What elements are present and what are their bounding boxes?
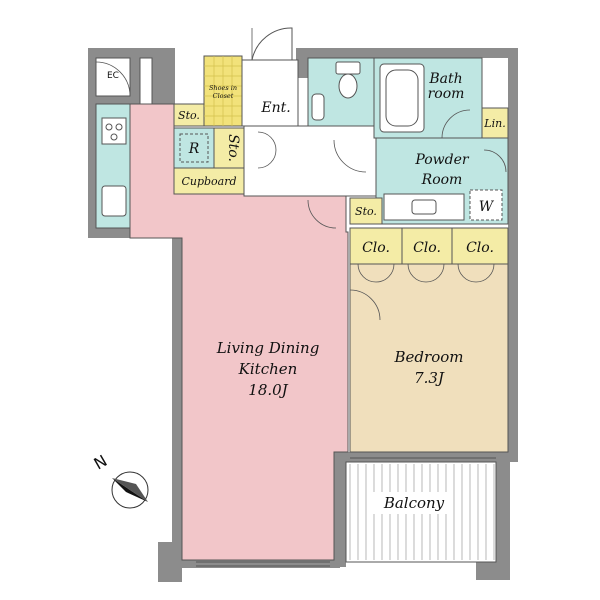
powder-room: Powder Room W (375, 109, 509, 225)
compass-north-label: N (91, 451, 111, 473)
washer-label: W (479, 199, 495, 215)
powder-room-label-2: Room (421, 172, 463, 188)
outer-walls (88, 48, 518, 582)
powder-room-label-1: Powder (414, 152, 470, 168)
shoes-closet-label-2: Closet (213, 92, 234, 100)
bedroom-label: Bedroom (394, 348, 464, 366)
entrance-floor (241, 59, 299, 127)
ec-cabinet: EC (95, 57, 153, 105)
cupboard-label: Cupboard (181, 175, 236, 188)
toilet-tank (335, 61, 361, 75)
balcony-label-bg (370, 492, 450, 514)
kitchen-counter (95, 103, 131, 229)
wall-balcony-right (496, 455, 510, 530)
shoes-closet: Shoes in Closet (203, 55, 243, 127)
wall-left (88, 96, 96, 236)
bedroom-size: 7.3J (414, 369, 445, 387)
linen-closet (481, 107, 509, 139)
entrance-label: Ent. (260, 100, 290, 116)
balcony: Balcony (345, 457, 497, 563)
wall-balcony-left (334, 455, 346, 567)
sto-door-swing (257, 131, 277, 169)
ldk-size: 18.0J (248, 381, 288, 399)
burner-2 (115, 123, 123, 131)
toilet (307, 57, 375, 129)
wall-top-right (296, 48, 518, 58)
cupboard (173, 167, 245, 195)
closet-3-label: Clo. (466, 240, 494, 256)
linen-door-swing (483, 149, 507, 173)
fridge-label: R (188, 141, 200, 157)
compass-needle-shade (112, 478, 148, 502)
shoes-closet-grid (204, 56, 242, 126)
bathroom: Bath room (373, 57, 483, 139)
closet-3 (451, 227, 509, 265)
ec-label: EC (107, 71, 119, 81)
washer-space (469, 189, 503, 221)
shoes-closet-label-1: Shoes in (209, 84, 237, 92)
ec-door-swing (95, 61, 131, 97)
corridor (243, 125, 377, 197)
storage-top-label: Sto. (178, 109, 200, 122)
linen-label: Lin. (483, 117, 505, 130)
fridge-space (173, 127, 215, 169)
wall-bedroom-bottom (334, 452, 518, 462)
north-compass: N (91, 451, 149, 509)
entrance: Ent. (241, 27, 299, 127)
toilet-basin (311, 93, 325, 121)
bath-door-swing (441, 109, 471, 139)
balcony-label: Balcony (383, 494, 445, 512)
ldk-label-1: Living Dining (216, 339, 320, 357)
storage-mid-label: Sto. (355, 205, 377, 218)
burner-1 (105, 123, 113, 131)
bedroom-floor (349, 263, 509, 453)
storage-vertical-label: Sto. (225, 134, 241, 162)
fridge-outline (179, 133, 209, 163)
bathroom-label-2: room (428, 86, 465, 102)
ldk-label-2: Kitchen (238, 360, 298, 378)
bedroom-door-swing (349, 289, 381, 321)
wall-ldk-bottom (172, 560, 340, 568)
closet-door-swings (357, 263, 495, 283)
closet-2-label: Clo. (413, 240, 441, 256)
storage-mid (349, 197, 383, 225)
bedroom: Bedroom 7.3J (349, 263, 509, 453)
storage-vertical (213, 127, 245, 169)
bathroom-label-1: Bath (428, 71, 462, 87)
wall-right (508, 48, 518, 458)
closet-2 (401, 227, 453, 265)
kitchen-sink (101, 185, 127, 217)
vanity-basin (411, 199, 437, 215)
bathtub-inner (385, 69, 419, 127)
bathtub (379, 63, 425, 133)
toilet-bowl (338, 73, 358, 99)
wall-ldk-left (172, 228, 182, 568)
ec-side-panel (139, 57, 153, 105)
entrance-door-swing (251, 27, 293, 61)
closets: Clo. Clo. Clo. (349, 227, 509, 265)
burner-3 (110, 133, 118, 141)
toilet-door-swing (333, 139, 367, 173)
powder-door-swing (307, 199, 337, 229)
column-bottom-left (158, 542, 182, 582)
closet-1-label: Clo. (362, 240, 390, 256)
